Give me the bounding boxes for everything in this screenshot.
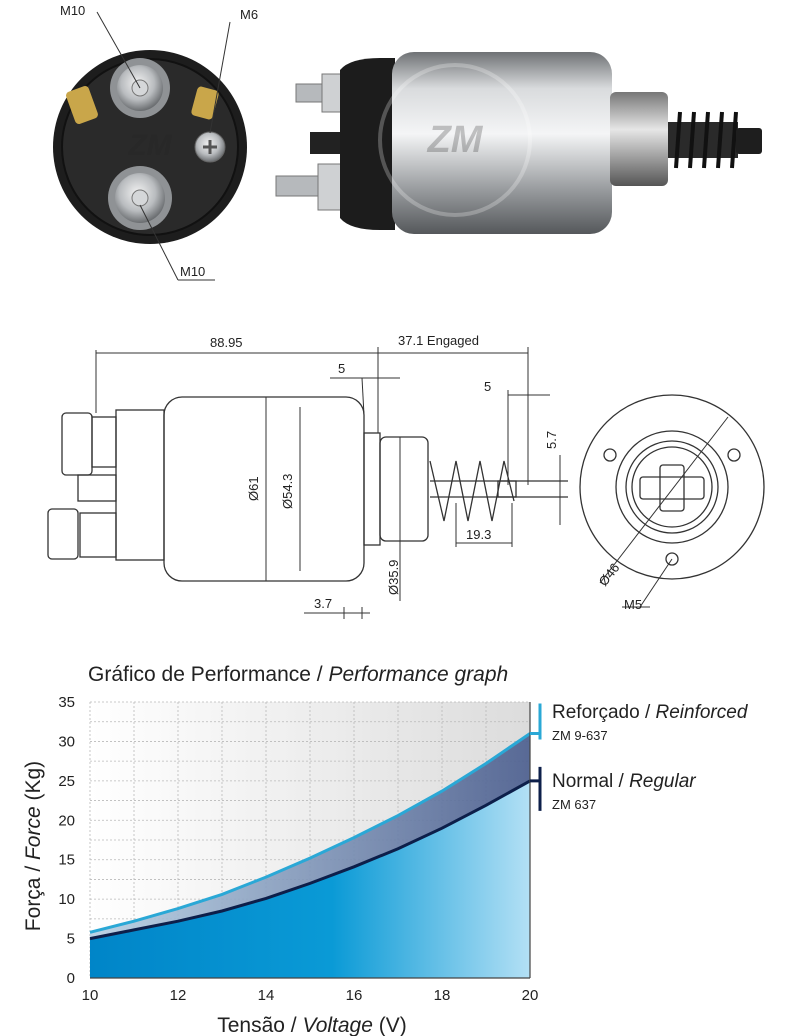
dim-gap-left: 5 <box>338 361 345 376</box>
dim-engaged: 37.1 Engaged <box>398 333 479 348</box>
y-tick-label: 25 <box>58 773 75 790</box>
dim-thread-m5: M5 <box>624 597 642 612</box>
y-tick-label: 15 <box>58 852 75 869</box>
tick-labels: 10 12 14 16 18 20 0 5 10 15 20 25 30 35 <box>58 694 538 1004</box>
y-axis-label: Força / Force (Kg) <box>22 761 45 931</box>
dim-gap-right: 5 <box>484 379 491 394</box>
dim-overall-length: 88.95 <box>210 335 243 350</box>
series-line-reinforced <box>89 732 531 934</box>
x-tick-label: 18 <box>434 987 451 1004</box>
product-photos: ZM M10 M6 M10 <box>53 3 762 281</box>
y-tick-label: 30 <box>58 733 75 750</box>
label-m10-bottom: M10 <box>180 264 205 279</box>
dim-nose-diameter: Ø35.9 <box>386 560 401 595</box>
label-m6: M6 <box>240 7 258 22</box>
dim-flange-thickness: 3.7 <box>314 596 332 611</box>
watermark-logo-side: ZM <box>427 119 484 161</box>
end-view-photo: ZM M10 M6 M10 <box>53 3 258 281</box>
label-m10-top: M10 <box>60 3 85 18</box>
x-tick-label: 14 <box>258 987 275 1004</box>
x-tick-label: 12 <box>170 987 187 1004</box>
technical-drawing: 88.95 37.1 Engaged 5 5 5.7 Ø61 Ø54.3 Ø35… <box>47 333 765 619</box>
y-tick-label: 0 <box>67 970 75 987</box>
y-tick-label: 10 <box>58 891 75 908</box>
area-under-regular <box>90 780 530 978</box>
legend-bracket-regular <box>530 766 542 811</box>
legend-brackets <box>530 703 542 811</box>
x-tick-label: 16 <box>346 987 363 1004</box>
dim-inner-diameter: Ø54.3 <box>280 474 295 509</box>
chart-title: Gráfico de Performance / Performance gra… <box>88 663 508 686</box>
legend-bracket-reinforced <box>530 703 542 740</box>
dim-spring-length: 19.3 <box>466 527 491 542</box>
y-tick-label: 20 <box>58 812 75 829</box>
legend-regular-label: Normal / Regular <box>552 771 696 792</box>
watermark-logo: ZM <box>127 129 172 162</box>
series-line-regular <box>89 779 531 941</box>
x-tick-label: 20 <box>522 987 539 1004</box>
y-tick-label: 5 <box>67 931 75 948</box>
dim-bolt-circle: Ø46 <box>596 560 623 589</box>
dim-plunger-offset: 5.7 <box>544 431 559 449</box>
legend-reinforced-label: Reforçado / Reinforced <box>552 702 749 723</box>
x-tick-label: 10 <box>82 987 99 1004</box>
legend-reinforced-code: ZM 9-637 <box>552 728 608 743</box>
x-axis-label: Tensão / Voltage (V) <box>217 1014 407 1036</box>
dim-body-diameter: Ø61 <box>246 476 261 501</box>
performance-chart: Gráfico de Performance / Performance gra… <box>22 663 749 1036</box>
front-view-drawing <box>579 394 765 608</box>
legend-regular-code: ZM 637 <box>552 797 596 812</box>
side-view-photo: ZM <box>275 52 762 234</box>
axes <box>90 702 531 979</box>
y-tick-label: 35 <box>58 694 75 711</box>
